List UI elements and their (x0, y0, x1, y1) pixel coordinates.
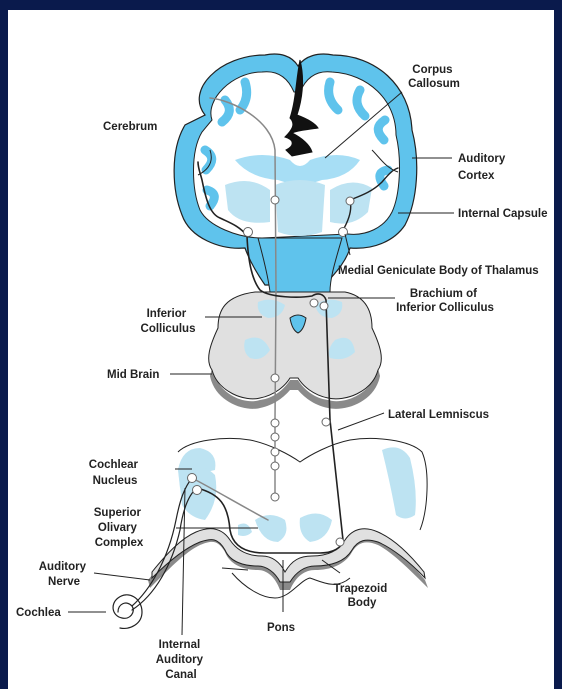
synapse-node (193, 486, 202, 495)
cerebrum (174, 54, 417, 292)
label-medial-geniculate: Medial Geniculate Body of Thalamus (338, 265, 539, 277)
label-cochlea: Cochlea (16, 607, 61, 619)
label-brachium: Brachium of Inferior Colliculus (396, 288, 494, 314)
label-auditory-nerve: Auditory Nerve (39, 561, 89, 588)
pons-brainstem (148, 439, 428, 599)
synapse-node (271, 462, 279, 470)
synapse-node (336, 538, 344, 546)
synapse-node (271, 196, 279, 204)
label-corpus-callosum: Corpus Callosum (408, 64, 460, 90)
synapse-node (271, 433, 279, 441)
synapse-node (346, 197, 354, 205)
brain-stem-upper (258, 238, 342, 292)
synapse-node (188, 474, 197, 483)
label-internal-capsule: Internal Capsule (458, 208, 547, 220)
label-pons: Pons (267, 622, 295, 634)
brainstem-right-nucleus (382, 447, 416, 518)
label-cochlear-nucleus: Cochlear Nucleus (89, 459, 141, 487)
label-cerebrum: Cerebrum (103, 121, 157, 133)
mid-brain (209, 292, 382, 409)
label-auditory-cortex: Auditory Cortex (458, 153, 508, 182)
synapse-node (271, 448, 279, 456)
label-trapezoid-body: Trapezoid Body (334, 583, 391, 609)
synapse-node (244, 228, 253, 237)
synapse-node (271, 419, 279, 427)
label-internal-auditory-canal: Internal Auditory Canal (156, 639, 206, 681)
label-mid-brain: Mid Brain (107, 369, 159, 381)
synapse-node (271, 493, 279, 501)
pons-lower-body (152, 529, 425, 582)
thalamus-region (275, 180, 325, 236)
label-superior-olivary: Superior Olivary Complex (94, 507, 145, 549)
synapse-node (310, 299, 318, 307)
label-inferior-colliculus: Inferior Colliculus (141, 308, 196, 335)
leader-auditory-nerve (94, 573, 150, 580)
synapse-node (320, 302, 328, 310)
label-lateral-lemniscus: Lateral Lemniscus (388, 409, 489, 421)
leader-internal-auditory-canal (182, 488, 185, 635)
leader-lateral-lemniscus (338, 413, 384, 430)
synapse-node (339, 228, 348, 237)
synapse-node (271, 374, 279, 382)
synapse-node (322, 418, 330, 426)
